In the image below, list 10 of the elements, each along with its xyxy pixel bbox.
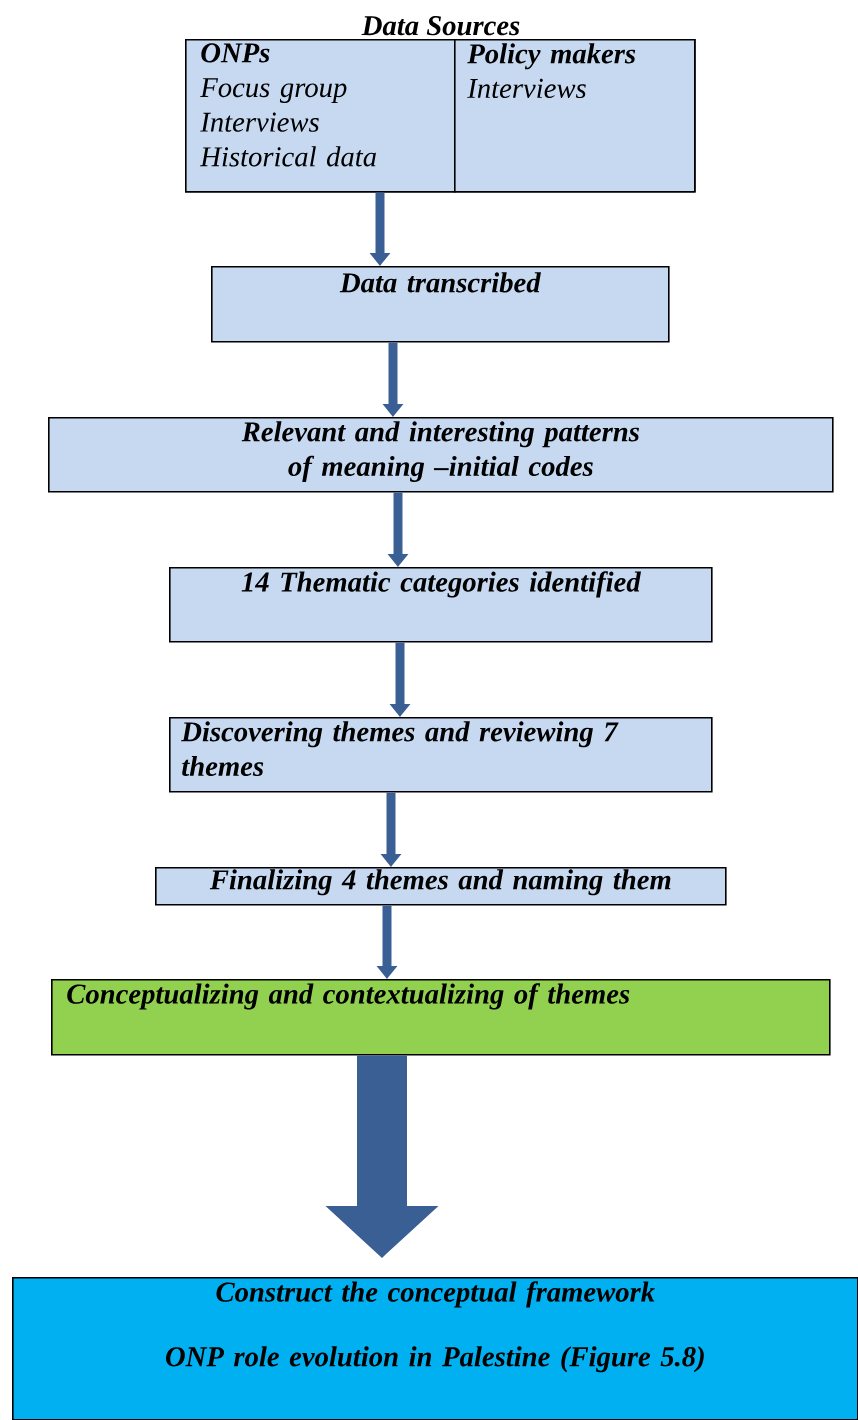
node-label: Data Sources [361, 16, 520, 36]
process-box: Data transcribed [211, 266, 670, 343]
process-box: Relevant and interesting patterns of meaning –initial codes [48, 417, 834, 493]
process-box: Finalizing 4 themes and naming them [155, 867, 727, 906]
process-box: Discovering themes and reviewing 7 themes [169, 717, 713, 793]
process-box: 14 Thematic categories identified [169, 567, 713, 643]
process-box: Conceptualizing and contextualizing of themes [51, 979, 831, 1056]
result-box: Construct the conceptual framework ONP role evolution in Palestine (Figure 5.8) [12, 1277, 858, 1420]
table-cell: Policy makers Interviews [454, 39, 696, 193]
table-cell: ONPs Focus group Interviews Historical data [185, 39, 456, 193]
